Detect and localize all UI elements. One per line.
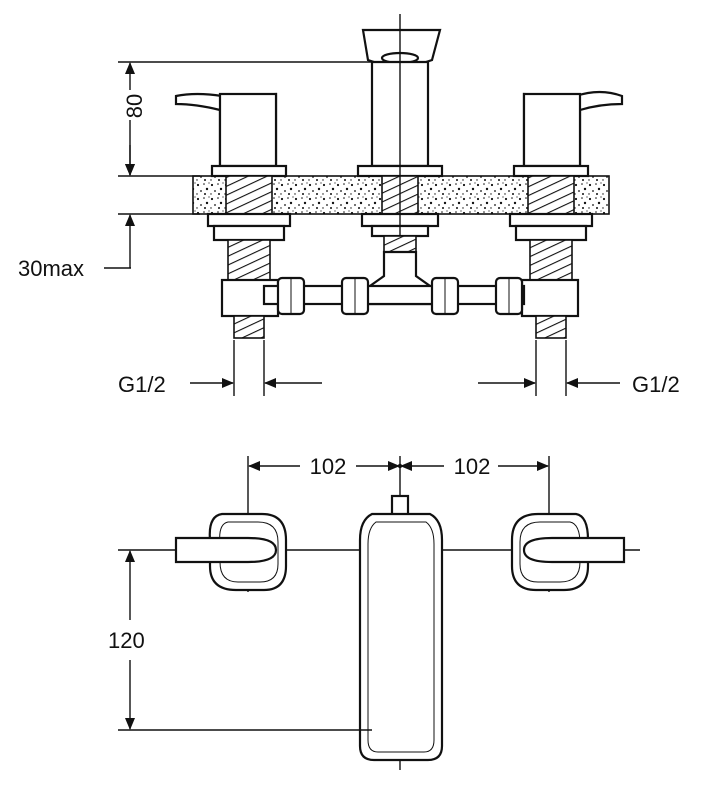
thread-left-label: G1/2 xyxy=(118,372,166,397)
right-valve xyxy=(508,90,624,339)
spout xyxy=(356,14,444,306)
front-elevation: 80 30max G1/2 G1/2 xyxy=(18,14,680,397)
dimension-30max: 30max xyxy=(18,145,135,281)
dimension-30max-label: 30max xyxy=(18,256,84,281)
spacing-left-label: 102 xyxy=(310,454,347,479)
connecting-pipe xyxy=(262,276,526,316)
spout-plan xyxy=(358,494,444,762)
thread-right-label: G1/2 xyxy=(632,372,680,397)
plan-view: 102 102 120 xyxy=(108,454,640,770)
left-handle-plan xyxy=(174,512,288,592)
left-valve xyxy=(174,92,292,339)
reach-120-label: 120 xyxy=(108,628,145,653)
spacing-right-label: 102 xyxy=(454,454,491,479)
dimension-reach-120: 120 xyxy=(108,550,372,731)
dimension-thread-left: G1/2 xyxy=(118,340,322,397)
dimension-80-label: 80 xyxy=(122,94,147,118)
dimension-thread-right: G1/2 xyxy=(478,340,680,397)
right-handle-plan xyxy=(510,512,626,592)
